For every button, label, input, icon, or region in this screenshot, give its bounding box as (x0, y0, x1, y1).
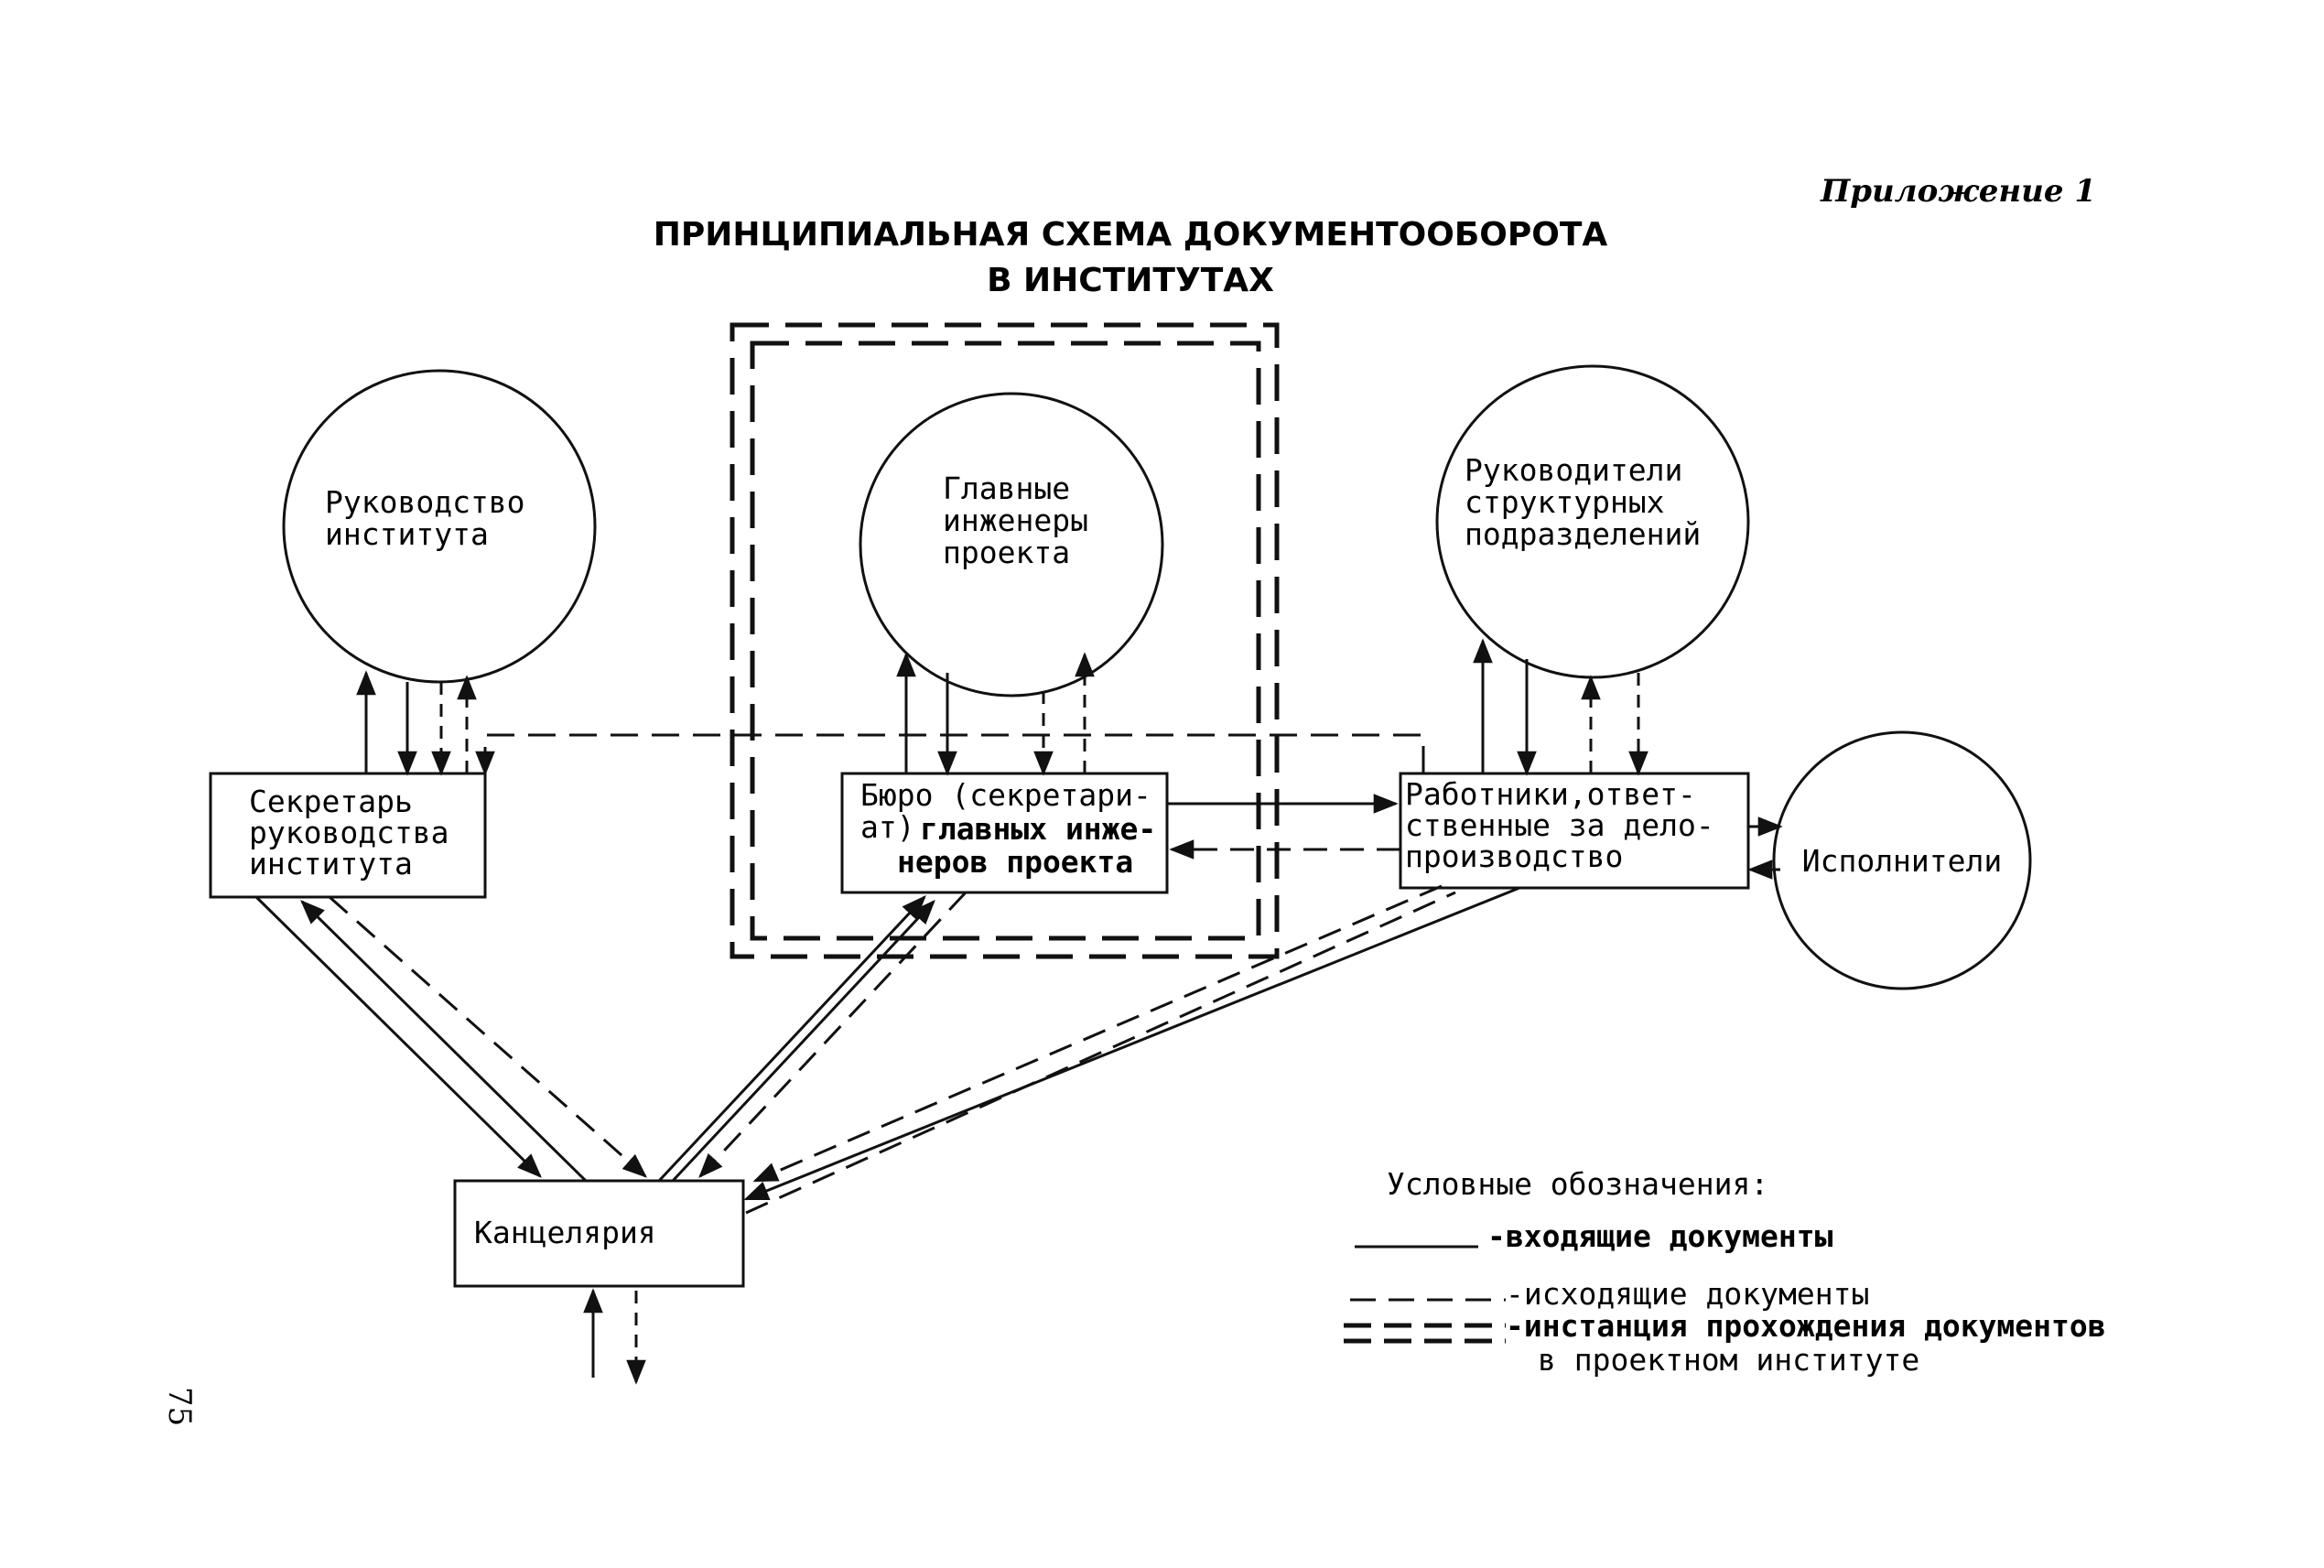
chief-engineers-label-line3: проекта (943, 535, 1070, 570)
chancellery-box: Канцелярия (453, 1179, 745, 1288)
unit-heads-label-line3: подразделений (1465, 516, 1701, 552)
chief-engineers-label-line2: инженеры (943, 503, 1088, 538)
executors-node: Исполнители (1772, 730, 2032, 990)
executors-label: Исполнители (1802, 843, 2003, 879)
chief-engineers-label-line1: Главные (943, 470, 1070, 506)
management-node: Руководство института (282, 369, 597, 684)
secretary-chancellery-arrows (254, 895, 648, 1183)
appendix-label: Приложение 1 (1820, 173, 2096, 210)
legend: Условные обозначения: -входящие документ… (1344, 1166, 2106, 1378)
legend-instance-label-line1: -инстанция прохождения документов (1506, 1308, 2106, 1344)
clerks-label-line2: ственные за дело- (1405, 807, 1714, 843)
clerks-label-line1: Работники,ответ- (1405, 776, 1696, 812)
clerks-to-secretary-dashed-line (475, 733, 1425, 776)
legend-incoming-label: -входящие документы (1487, 1218, 1833, 1254)
chancellery-label: Канцелярия (474, 1215, 656, 1250)
secretary-label-line3: института (249, 846, 413, 881)
clerks-box: Работники,ответ- ственные за дело- произ… (1399, 772, 1750, 890)
chief-engineers-bureau-arrows (896, 652, 1095, 776)
unit-heads-node: Руководители структурных подразделений (1435, 364, 1750, 679)
management-secretary-arrows (356, 670, 477, 776)
chancellery-external-arrows (583, 1288, 646, 1385)
clerks-label-line3: производство (1405, 838, 1623, 874)
diagram-title-line1: ПРИНЦИПИАЛЬНАЯ СХЕМА ДОКУМЕНТООБОРОТА (654, 216, 1608, 254)
legend-outgoing-label: -исходящие документы (1506, 1276, 1869, 1312)
unit-heads-label-line2: структурных (1465, 484, 1665, 520)
chief-engineers-node: Главные инженеры проекта (859, 392, 1164, 697)
bureau-label-line1: Бюро (секретари- (860, 777, 1151, 813)
secretary-label-line2: руководства (249, 815, 449, 850)
secretary-box: Секретарь руководства института (209, 772, 487, 899)
unit-heads-clerks-arrows (1473, 638, 1648, 776)
management-label-line2: института (325, 516, 489, 552)
management-label-line1: Руководство (325, 484, 525, 520)
bureau-clerks-arrows (1167, 794, 1400, 860)
clerks-executors-arrows (1747, 816, 1783, 880)
diagram-title-line2: В ИНСТИТУТАХ (987, 262, 1274, 299)
project-institute-instance-frame (730, 322, 1280, 959)
page-number: 75 (161, 1387, 198, 1426)
bureau-label-line2b: главных инже- (920, 811, 1156, 847)
clerks-chancellery-arrows (743, 884, 1520, 1215)
legend-title: Условные обозначения: (1387, 1166, 1768, 1202)
legend-instance-label-line2: в проектном институте (1538, 1342, 1919, 1378)
bureau-label-line2a: ат) (860, 809, 915, 845)
secretary-label-line1: Секретарь (249, 784, 413, 819)
bureau-box: Бюро (секретари- ат) главных инже- неров… (840, 772, 1169, 894)
bureau-label-line3: неров проекта (897, 844, 1133, 880)
bureau-chancellery-arrows (657, 891, 967, 1183)
unit-heads-label-line1: Руководители (1465, 452, 1682, 488)
